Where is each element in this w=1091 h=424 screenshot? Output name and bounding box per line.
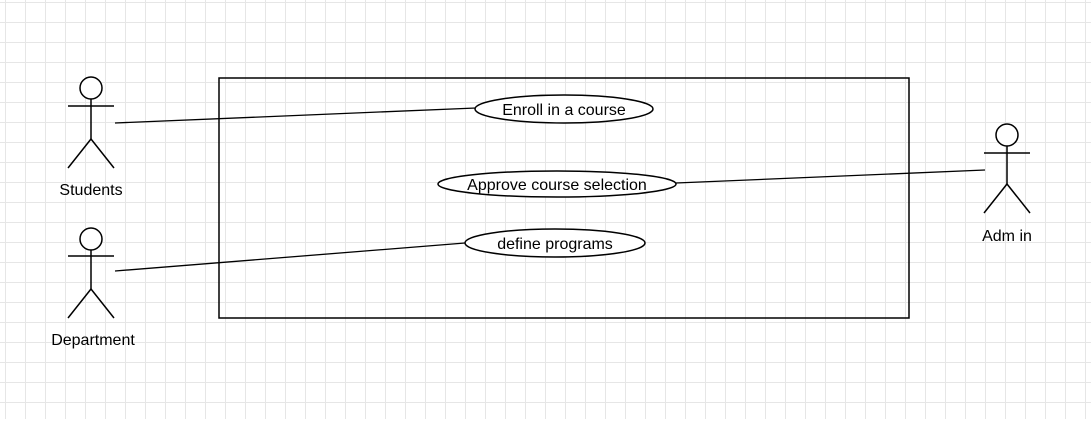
actor-admin-label: Adm in <box>982 228 1032 245</box>
actor-right-leg <box>90 138 115 169</box>
use-case-enroll-label: Enroll in a course <box>502 102 626 119</box>
actor-right-leg <box>1006 183 1031 214</box>
association-admin-approve[interactable] <box>675 169 986 184</box>
actor-left-leg <box>67 138 92 169</box>
use-case-define-label: define programs <box>497 236 613 253</box>
actor-head <box>79 227 103 251</box>
use-case-enroll[interactable]: Enroll in a course <box>474 94 654 124</box>
actor-head <box>79 76 103 100</box>
actor-department-label: Department <box>51 332 135 349</box>
association-department-define[interactable] <box>114 242 466 272</box>
use-case-define[interactable]: define programs <box>464 228 646 258</box>
actor-admin[interactable] <box>983 123 1031 214</box>
actor-left-leg <box>983 183 1008 214</box>
actor-students-label: Students <box>59 182 122 199</box>
actor-right-leg <box>90 288 115 319</box>
use-case-approve-label: Approve course selection <box>467 177 647 194</box>
use-case-approve[interactable]: Approve course selection <box>437 170 677 198</box>
actor-students[interactable] <box>67 76 115 169</box>
association-students-enroll[interactable] <box>114 107 477 124</box>
actor-department[interactable] <box>67 227 115 319</box>
actor-head <box>995 123 1019 147</box>
system-boundary[interactable] <box>218 77 910 319</box>
actor-left-leg <box>67 288 92 319</box>
